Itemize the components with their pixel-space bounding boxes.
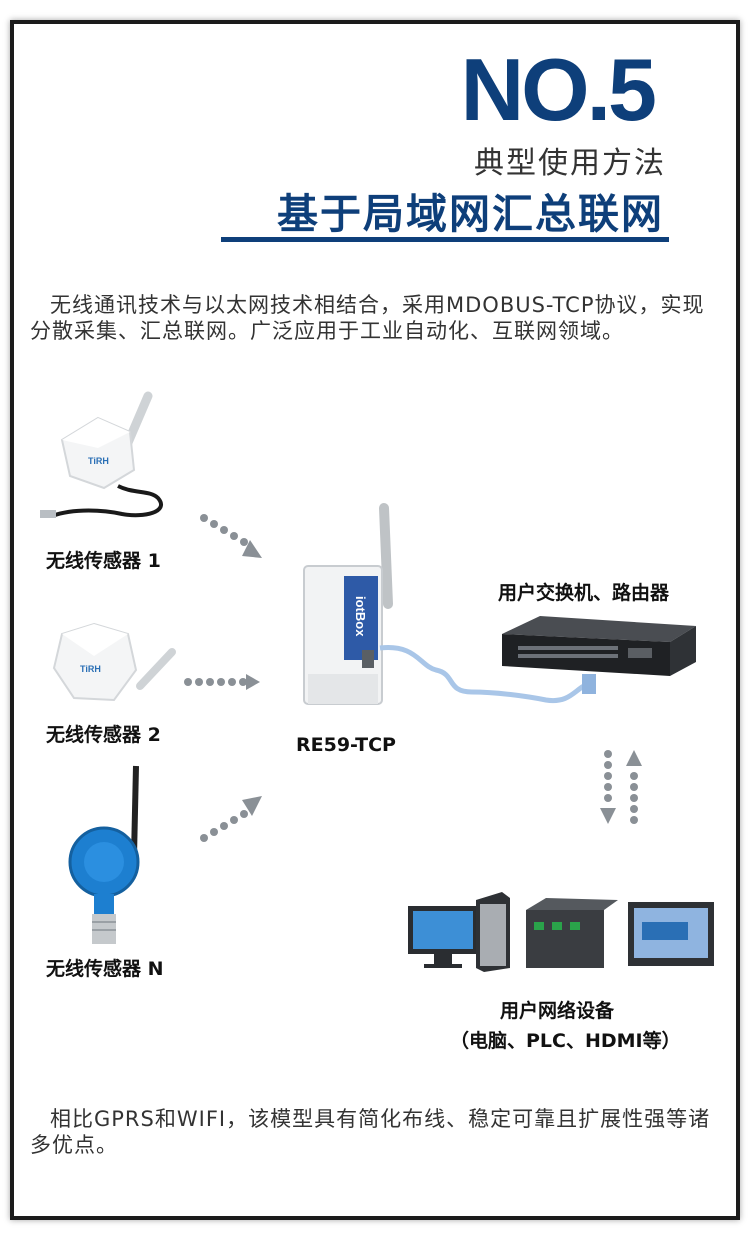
intro-paragraph: 无线通讯技术与以太网技术相结合，采用MDOBUS-TCP协议，实现分散采集、汇总… [30, 293, 705, 343]
sensor-n-image [68, 765, 140, 944]
devices-label: 用户网络设备 [500, 1000, 615, 1022]
section-title: 基于局域网汇总联网 [277, 190, 664, 238]
section-number: NO.5 [460, 40, 657, 139]
sensor-2-image: TiRH [52, 622, 176, 702]
signal-arrow-n [200, 796, 262, 842]
sensor-2-label: 无线传感器 2 [46, 724, 161, 746]
page-frame [10, 20, 740, 1220]
sensor-1-brand: TiRH [88, 456, 109, 466]
signal-arrow-bidirectional [600, 750, 642, 824]
switch-image [502, 616, 696, 676]
signal-arrow-2 [184, 674, 260, 690]
section-subtitle: 典型使用方法 [474, 146, 666, 181]
sensor-1-label: 无线传感器 1 [46, 550, 161, 572]
user-devices-image [408, 892, 714, 972]
outro-paragraph: 相比GPRS和WIFI，该模型具有简化布线、稳定可靠且扩展性强等诸多优点。 [30, 1107, 711, 1157]
gateway-label: RE59-TCP [296, 734, 396, 756]
sensor-n-label: 无线传感器 N [46, 958, 164, 980]
gateway-brand: iotBox [353, 596, 368, 637]
signal-arrow-1 [200, 514, 262, 558]
sensor-2-brand: TiRH [80, 664, 101, 674]
sensor-1-image: TiRH [40, 391, 163, 518]
devices-sublabel: （电脑、PLC、HDMI等） [450, 1030, 681, 1052]
title-underline [221, 237, 669, 242]
gateway-image: iotBox [303, 503, 393, 705]
switch-label: 用户交换机、路由器 [498, 582, 670, 604]
network-cable [379, 645, 596, 704]
